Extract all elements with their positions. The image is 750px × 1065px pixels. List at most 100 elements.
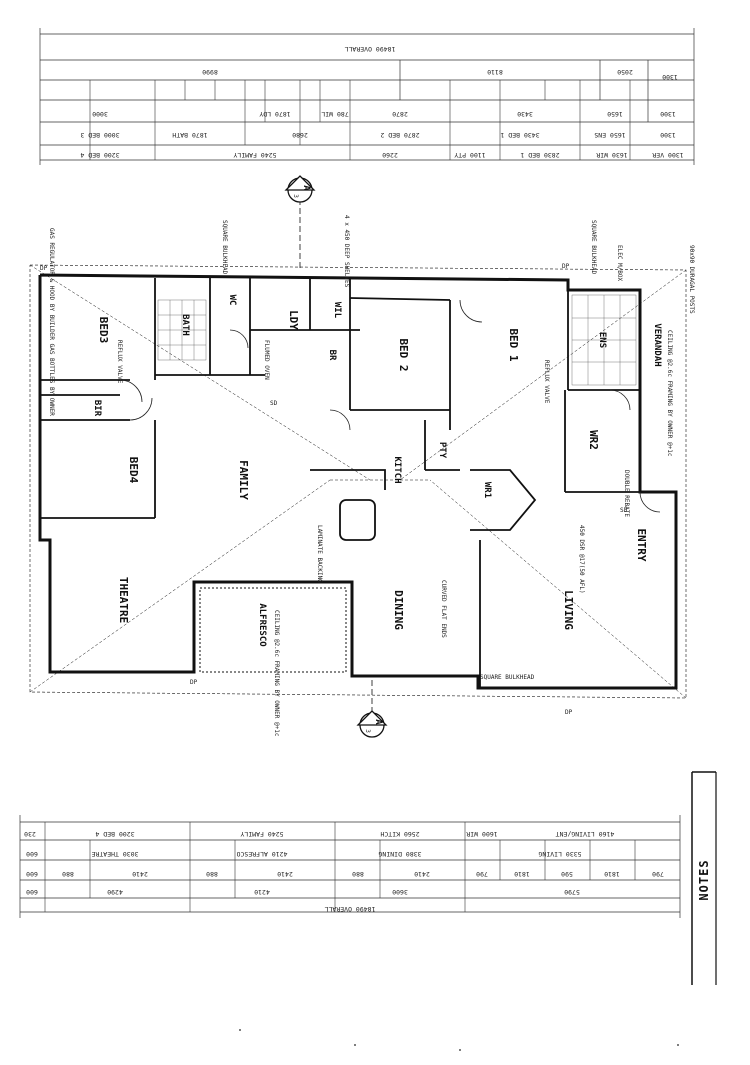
bottom-dimension-text: 3200 BED 4 5240 FAMILY 2560 KITCH 1600 W… — [24, 830, 664, 913]
note-dp-4: DP — [565, 709, 573, 716]
bottom-dim-r1-1: 600 — [26, 888, 38, 896]
note-dp-1: DP — [40, 265, 48, 272]
room-bed2: BED 2 — [397, 338, 410, 371]
section-marker-top: A 3 — [284, 175, 316, 270]
top-dimension-block — [39, 28, 695, 165]
top-dim-r4-5: 3430 BED 1 — [500, 131, 539, 139]
note-bulkhead-1: SQUARE BULKHEAD — [221, 220, 228, 275]
room-family: FAMILY — [237, 460, 250, 500]
top-dim-r3-2: 1870 LDY — [259, 110, 290, 118]
room-kitch: KITCH — [392, 456, 402, 483]
bottom-dim-r2-6: 880 — [352, 870, 364, 878]
section-marker-top-letter: A — [301, 185, 311, 191]
room-bir: BIR — [92, 400, 102, 417]
bottom-dimension-block — [19, 815, 681, 918]
top-dim-2: 8110 — [487, 68, 503, 76]
bottom-dim-r4-3: 5240 FAMILY — [240, 830, 283, 838]
section-marker-bottom: A 3 — [356, 680, 388, 738]
section-marker-bottom-letter: A — [373, 719, 383, 725]
room-ens: ENS — [597, 332, 607, 348]
note-verandah-ceiling: CEILING @2.6c FRAMING BY OWNER @+1c — [666, 330, 673, 457]
note-bulkhead-bottom: SQUARE BULKHEAD — [480, 674, 535, 681]
note-bulkhead-2: SQUARE BULKHEAD — [590, 220, 597, 275]
top-dim-r3-6: 1650 — [607, 110, 623, 118]
room-bath: BATH — [180, 314, 190, 336]
top-dim-r5-7: 1300 VER — [652, 151, 683, 159]
bottom-overall-dim: 18490 OVERALL — [324, 905, 375, 913]
bottom-dim-r3-2: 3030 THEATRE — [91, 850, 138, 858]
top-overall-dim: 18490 OVERALL — [344, 45, 395, 53]
top-dim-r5-5: 2830 BED 1 — [520, 151, 559, 159]
note-flumed: FLUMED OVEN — [263, 340, 270, 380]
note-double: DOUBLE REBATE — [623, 470, 630, 517]
top-dim-r3-7: 1300 — [660, 110, 676, 118]
top-dim-r4-4: 2870 BED 2 — [380, 131, 419, 139]
outer-walls — [29, 264, 687, 699]
note-dp-3: DP — [190, 679, 198, 686]
bottom-dim-r2-8: 790 — [476, 870, 488, 878]
top-dim-r4-2: 1870 BATH — [172, 131, 207, 139]
note-reflux-2: REFLUX VALVE — [116, 340, 123, 384]
bottom-dim-r2-2: 880 — [62, 870, 74, 878]
bottom-dim-r3-5: 5330 LIVING — [538, 850, 581, 858]
note-posts: 90x90 DURAGAL POSTS — [688, 245, 695, 314]
bottom-dim-r1-3: 4210 — [254, 888, 270, 896]
room-wr2: WR2 — [587, 430, 600, 450]
note-shelves: 4 x 450 DEEP SHELVES — [343, 215, 350, 288]
bottom-dim-r2-12: 790 — [652, 870, 664, 878]
bottom-dim-r2-7: 2410 — [414, 870, 430, 878]
alfresco-zone — [199, 587, 347, 673]
section-marker-bottom-number: 3 — [364, 729, 371, 733]
room-living: LIVING — [562, 590, 575, 630]
top-dim-r5-1: 3200 BED 4 — [80, 151, 119, 159]
notes-panel-title: NOTES — [697, 859, 711, 900]
bottom-dim-r1-4: 3600 — [392, 888, 408, 896]
top-dim-r4-1: 3000 BED 3 — [80, 131, 119, 139]
top-dimension-text: 18490 OVERALL 8990 8110 2050 1300 3000 1… — [80, 45, 683, 159]
bottom-dim-r4-6: 4160 LIVING/ENT — [556, 830, 615, 838]
room-entry: ENTRY — [635, 528, 648, 561]
door-swings — [119, 299, 661, 513]
room-alfresco: ALFRESCO — [257, 603, 267, 647]
bottom-dim-r3-4: 3380 DINING — [378, 850, 421, 858]
note-sd-1: SD — [270, 400, 278, 407]
room-theatre: THEATRE — [117, 577, 130, 623]
bottom-dim-r2-11: 1810 — [604, 870, 620, 878]
bottom-dim-r1-2: 4290 — [107, 888, 123, 896]
bottom-dim-ticks — [44, 822, 636, 912]
bottom-dim-r1-5: 5790 — [564, 888, 580, 896]
room-wil: WIL — [332, 302, 342, 319]
top-dim-4: 1300 — [662, 73, 678, 81]
bottom-dim-r4-5: 1600 WIR — [466, 830, 497, 838]
section-marker-top-number: 3 — [292, 194, 299, 198]
room-labels: BED3 BATH WC LDY WIL BR BED 2 BED 1 ENS … — [92, 295, 662, 648]
top-dim-1: 8990 — [202, 68, 218, 76]
top-dim-r3-4: 2870 — [392, 110, 408, 118]
top-dim-r5-2: 5240 FAMILY — [233, 151, 276, 159]
top-dim-r4-6: 1650 ENS — [594, 131, 625, 139]
room-pty: PTY — [437, 442, 447, 459]
room-bed3: BED3 — [97, 317, 110, 344]
top-dim-3: 2050 — [617, 68, 633, 76]
top-dim-r5-6: 1630 WIR — [596, 151, 627, 159]
bottom-dim-r4-1: 230 — [24, 830, 36, 838]
bottom-dim-r2-5: 2410 — [277, 870, 293, 878]
room-wr1: WR1 — [482, 482, 492, 498]
bottom-dim-r2-3: 2410 — [132, 870, 148, 878]
top-dim-r4-7: 1300 — [660, 131, 676, 139]
note-gas: GAS REGULATOR & HOOD BY BUILDER GAS BOTT… — [48, 228, 55, 416]
scan-specks — [239, 1029, 679, 1051]
bottom-dim-r4-4: 2560 KITCH — [380, 830, 419, 838]
bottom-dim-r4-2: 3200 BED 4 — [95, 830, 134, 838]
note-reflux-1: REFLUX VALVE — [543, 360, 550, 404]
bottom-dim-r2-4: 880 — [206, 870, 218, 878]
plan-notes: GAS REGULATOR & HOOD BY BUILDER GAS BOTT… — [40, 215, 695, 737]
room-bed1: BED 1 — [507, 328, 520, 361]
note-laminate: LAMINATE BACKING — [316, 525, 323, 583]
top-dim-r5-3: 2260 — [382, 151, 398, 159]
bottom-dim-r2-1: 600 — [26, 870, 38, 878]
top-dim-r5-4: 1100 PTY — [454, 151, 485, 159]
wet-area-tiles — [157, 294, 637, 386]
